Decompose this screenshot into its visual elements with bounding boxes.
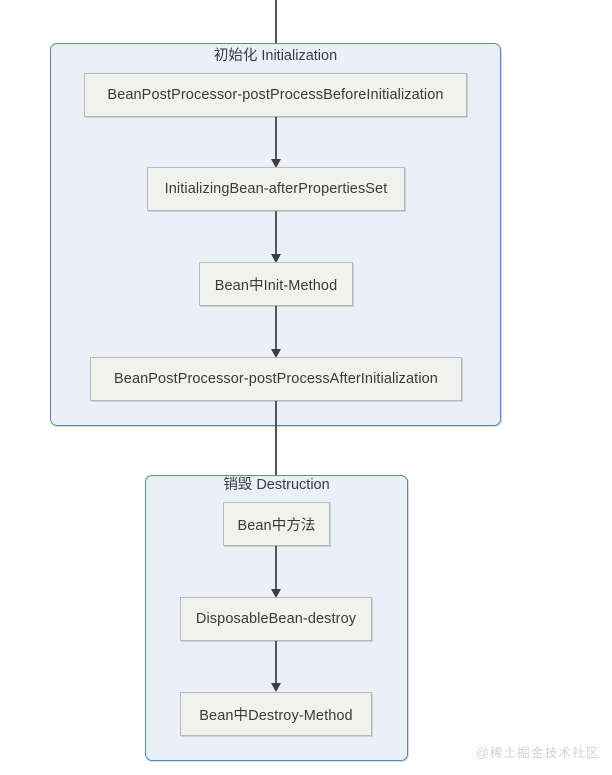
node-bean-post-processor-after-initialization: BeanPostProcessor-postProcessAfterInitia… [90,357,462,401]
node-disposable-bean-destroy: DisposableBean-destroy [180,597,372,641]
node-bean-method: Bean中方法 [223,502,330,546]
node-bean-init-method: Bean中Init-Method [199,262,353,306]
node-bean-post-processor-before-initialization: BeanPostProcessor-postProcessBeforeIniti… [84,73,467,117]
node-bean-destroy-method: Bean中Destroy-Method [180,692,372,736]
watermark-label: @稀土掘金技术社区 [476,746,600,760]
node-initializing-bean-after-properties-set: InitializingBean-afterPropertiesSet [147,167,405,211]
